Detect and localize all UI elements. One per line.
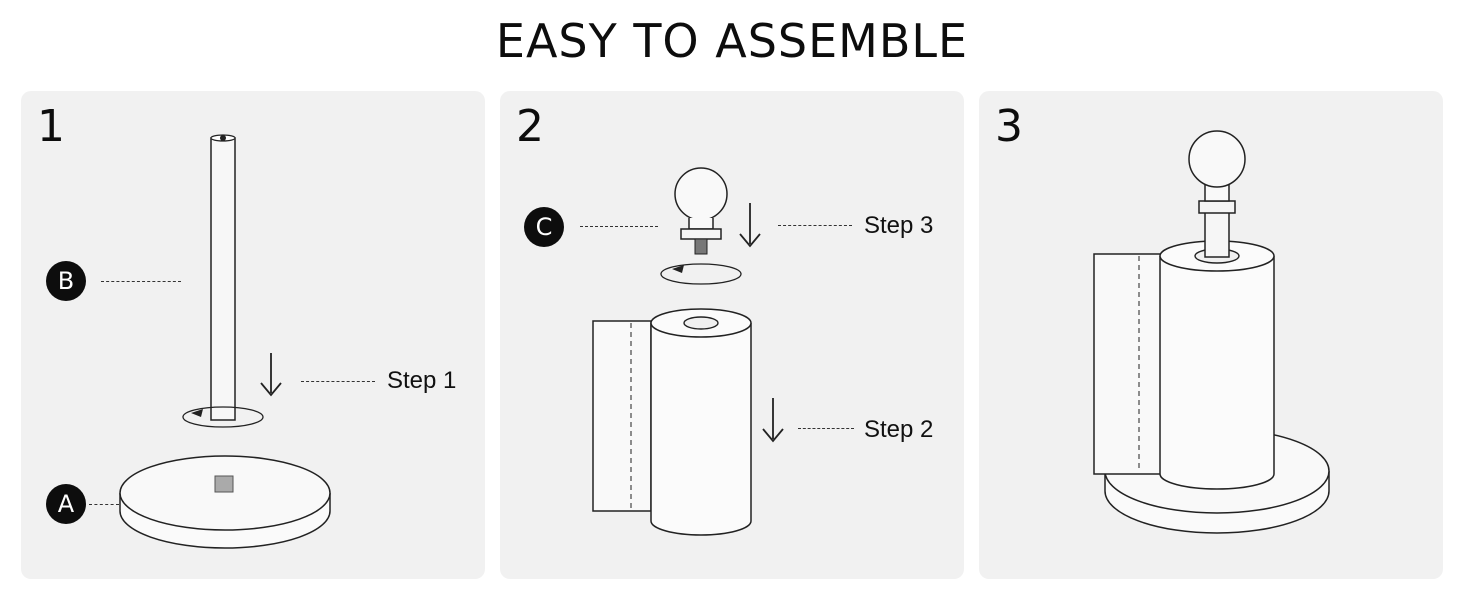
panel-number: 1 — [37, 101, 65, 152]
step-label: Step 2 — [864, 416, 934, 443]
step-panel-3: 3 — [979, 91, 1443, 579]
leader-line — [798, 428, 854, 429]
part-label-b: B — [46, 261, 86, 301]
step-panel-2: 2 C Step 3 Step 2 — [500, 91, 964, 579]
step-label: Step 3 — [864, 212, 934, 239]
step-label: Step 1 — [387, 367, 457, 394]
panel-number: 3 — [995, 101, 1023, 152]
step-panel-1: 1 B A Step 1 — [21, 91, 485, 579]
leader-line — [101, 281, 181, 282]
pole-and-base-illustration — [119, 134, 331, 549]
assembled-holder-illustration — [1093, 130, 1330, 534]
roll-and-finial-illustration — [592, 167, 784, 536]
leader-line — [580, 226, 658, 227]
leader-line — [778, 225, 852, 226]
leader-line — [89, 504, 119, 505]
panel-number: 2 — [516, 101, 544, 152]
part-label-a: A — [46, 484, 86, 524]
part-label-c: C — [524, 207, 564, 247]
leader-line — [301, 381, 375, 382]
page-title: EASY TO ASSEMBLE — [495, 14, 969, 68]
